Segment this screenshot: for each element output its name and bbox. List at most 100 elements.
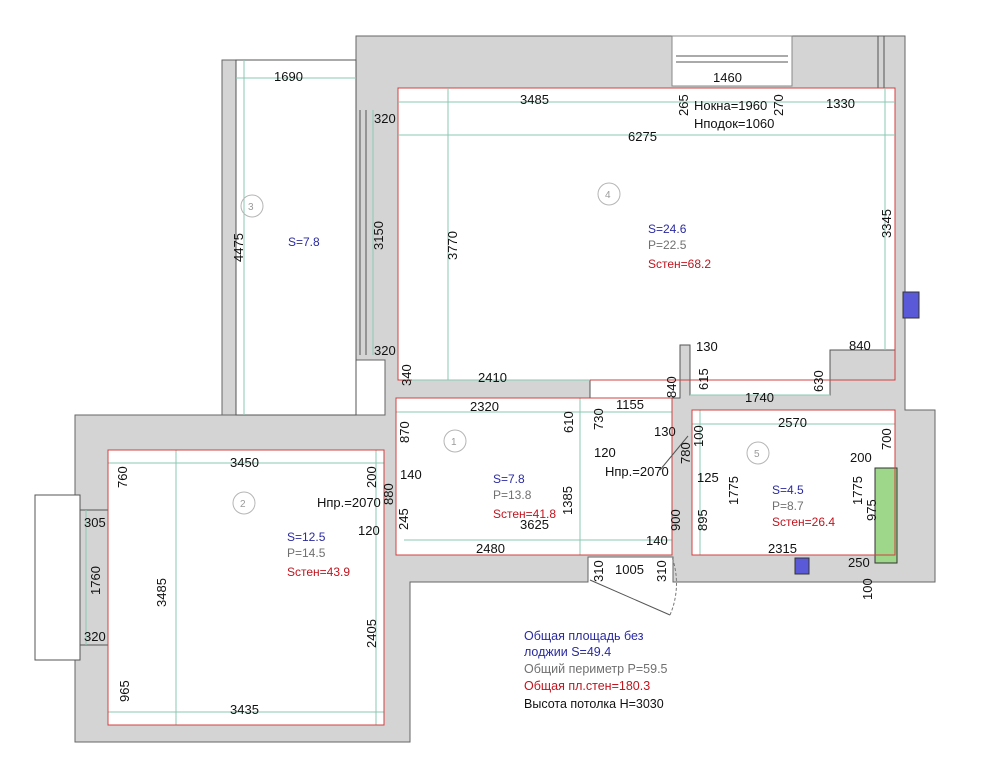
dim-340: 340 xyxy=(399,364,414,386)
dim-250: 250 xyxy=(848,555,870,570)
dim-1005: 1005 xyxy=(615,562,644,577)
room-markers: 3 4 1 2 5 xyxy=(232,182,770,515)
dim-760: 760 xyxy=(115,466,130,488)
window-height-note: Нокна=1960 xyxy=(694,98,767,113)
room-2-floor xyxy=(107,449,385,726)
sill-height-note: Нподок=1060 xyxy=(694,116,774,131)
dim-1775-b: 1775 xyxy=(850,476,865,505)
dim-1155: 1155 xyxy=(616,397,644,412)
dim-320-c: 320 xyxy=(84,629,106,644)
dim-320-a: 320 xyxy=(374,111,396,126)
room-2-walls: Sстен=43.9 xyxy=(287,565,350,579)
dim-130-b: 130 xyxy=(654,424,676,439)
dim-6275: 6275 xyxy=(628,129,657,144)
vent-shaft xyxy=(874,467,898,564)
dim-140-a: 140 xyxy=(400,467,422,482)
room-2-perimeter: P=14.5 xyxy=(287,546,326,560)
room-1-perimeter: P=13.8 xyxy=(493,488,532,502)
dim-895: 895 xyxy=(695,509,710,531)
dim-840-b: 840 xyxy=(664,376,679,398)
dim-630: 630 xyxy=(811,370,826,392)
dim-4475: 4475 xyxy=(231,233,246,262)
door-height-note-2: Нпр.=2070 xyxy=(605,464,669,479)
dim-310-a: 310 xyxy=(591,560,606,582)
room-1-walls: Sстен=41.8 xyxy=(493,507,556,521)
dim-245: 245 xyxy=(396,508,411,530)
door-height-note-1: Нпр.=2070 xyxy=(317,495,381,510)
dim-1330: 1330 xyxy=(826,96,855,111)
summary-area-line2: лоджии S=49.4 xyxy=(524,645,611,659)
dim-125: 125 xyxy=(697,470,719,485)
room-4-perimeter: P=22.5 xyxy=(648,238,687,252)
dim-1460: 1460 xyxy=(713,70,742,85)
dim-3485-top: 3485 xyxy=(520,92,549,107)
room-2-area: S=12.5 xyxy=(287,530,326,544)
dim-3485-left: 3485 xyxy=(154,578,169,607)
dim-2405: 2405 xyxy=(364,619,379,648)
room-1-area: S=7.8 xyxy=(493,472,525,486)
dim-615: 615 xyxy=(696,368,711,390)
dim-270: 270 xyxy=(771,94,786,116)
dimension-labels: 1690 320 320 3485 1460 1330 6275 130 840… xyxy=(84,69,872,717)
summary-ceiling-height: Высота потолка H=3030 xyxy=(524,697,664,711)
dim-100-a: 100 xyxy=(691,425,706,447)
dim-1740: 1740 xyxy=(745,390,774,405)
room-5-area: S=4.5 xyxy=(772,483,804,497)
summary-walls: Общая пл.стен=180.3 xyxy=(524,679,650,693)
dim-3435: 3435 xyxy=(230,702,259,717)
room-5-walls: Sстен=26.4 xyxy=(772,515,835,529)
radiator-bottom xyxy=(794,557,810,575)
summary-perimeter: Общий периметр P=59.5 xyxy=(524,662,668,676)
dim-2410: 2410 xyxy=(478,370,507,385)
room-4-walls: Sстен=68.2 xyxy=(648,257,711,271)
dim-610: 610 xyxy=(561,411,576,433)
summary: Общая площадь без лоджии S=49.4 Общий пе… xyxy=(524,629,668,711)
dim-305: 305 xyxy=(84,515,106,530)
dim-320-b: 320 xyxy=(374,343,396,358)
dim-975: 975 xyxy=(864,499,879,521)
summary-area-line1: Общая площадь без xyxy=(524,629,644,643)
dim-200-a: 200 xyxy=(850,450,872,465)
room-5-perimeter: P=8.7 xyxy=(772,499,804,513)
room-4-area: S=24.6 xyxy=(648,222,687,236)
dim-2570: 2570 xyxy=(778,415,807,430)
dim-840-a: 840 xyxy=(849,338,871,353)
dim-3345: 3345 xyxy=(879,209,894,238)
room-3-number: 3 xyxy=(248,202,254,213)
dim-3625: 3625 xyxy=(520,517,549,532)
dim-200-b: 200 xyxy=(364,466,379,488)
room-3-floor xyxy=(235,59,357,416)
dim-120-a: 120 xyxy=(594,445,616,460)
dim-120-b: 120 xyxy=(358,523,380,538)
dim-780: 780 xyxy=(678,442,693,464)
notes: Нокна=1960 Нподок=1060 Нпр.=2070 Нпр.=20… xyxy=(317,98,774,510)
guides xyxy=(85,60,896,726)
dim-730: 730 xyxy=(591,408,606,430)
dim-3150: 3150 xyxy=(371,221,386,250)
dim-2315: 2315 xyxy=(768,541,797,556)
radiator-right xyxy=(902,291,920,319)
dim-3770: 3770 xyxy=(445,231,460,260)
dim-310-b: 310 xyxy=(654,560,669,582)
dim-2480: 2480 xyxy=(476,541,505,556)
room-2-number: 2 xyxy=(240,499,246,510)
dim-2320: 2320 xyxy=(470,399,499,414)
room-1-number: 1 xyxy=(451,437,457,448)
dim-870: 870 xyxy=(397,421,412,443)
dim-900: 900 xyxy=(668,509,683,531)
dimension-labels-vertical: 4475 3150 3770 265 270 3345 615 840 630 … xyxy=(88,94,894,702)
dim-880: 880 xyxy=(381,483,396,505)
dim-1775-a: 1775 xyxy=(726,476,741,505)
dim-265: 265 xyxy=(676,94,691,116)
dim-140-b: 140 xyxy=(646,533,668,548)
room-info: S=7.8 S=24.6 P=22.5 Sстен=68.2 S=7.8 P=1… xyxy=(287,222,835,579)
dim-1760: 1760 xyxy=(88,566,103,595)
dim-1385: 1385 xyxy=(560,486,575,515)
dim-1690: 1690 xyxy=(274,69,303,84)
room-5-number: 5 xyxy=(754,449,760,460)
room-3-area: S=7.8 xyxy=(288,235,320,249)
room-4-number: 4 xyxy=(605,190,611,201)
dim-700: 700 xyxy=(879,428,894,450)
dim-100-b: 100 xyxy=(860,578,875,600)
